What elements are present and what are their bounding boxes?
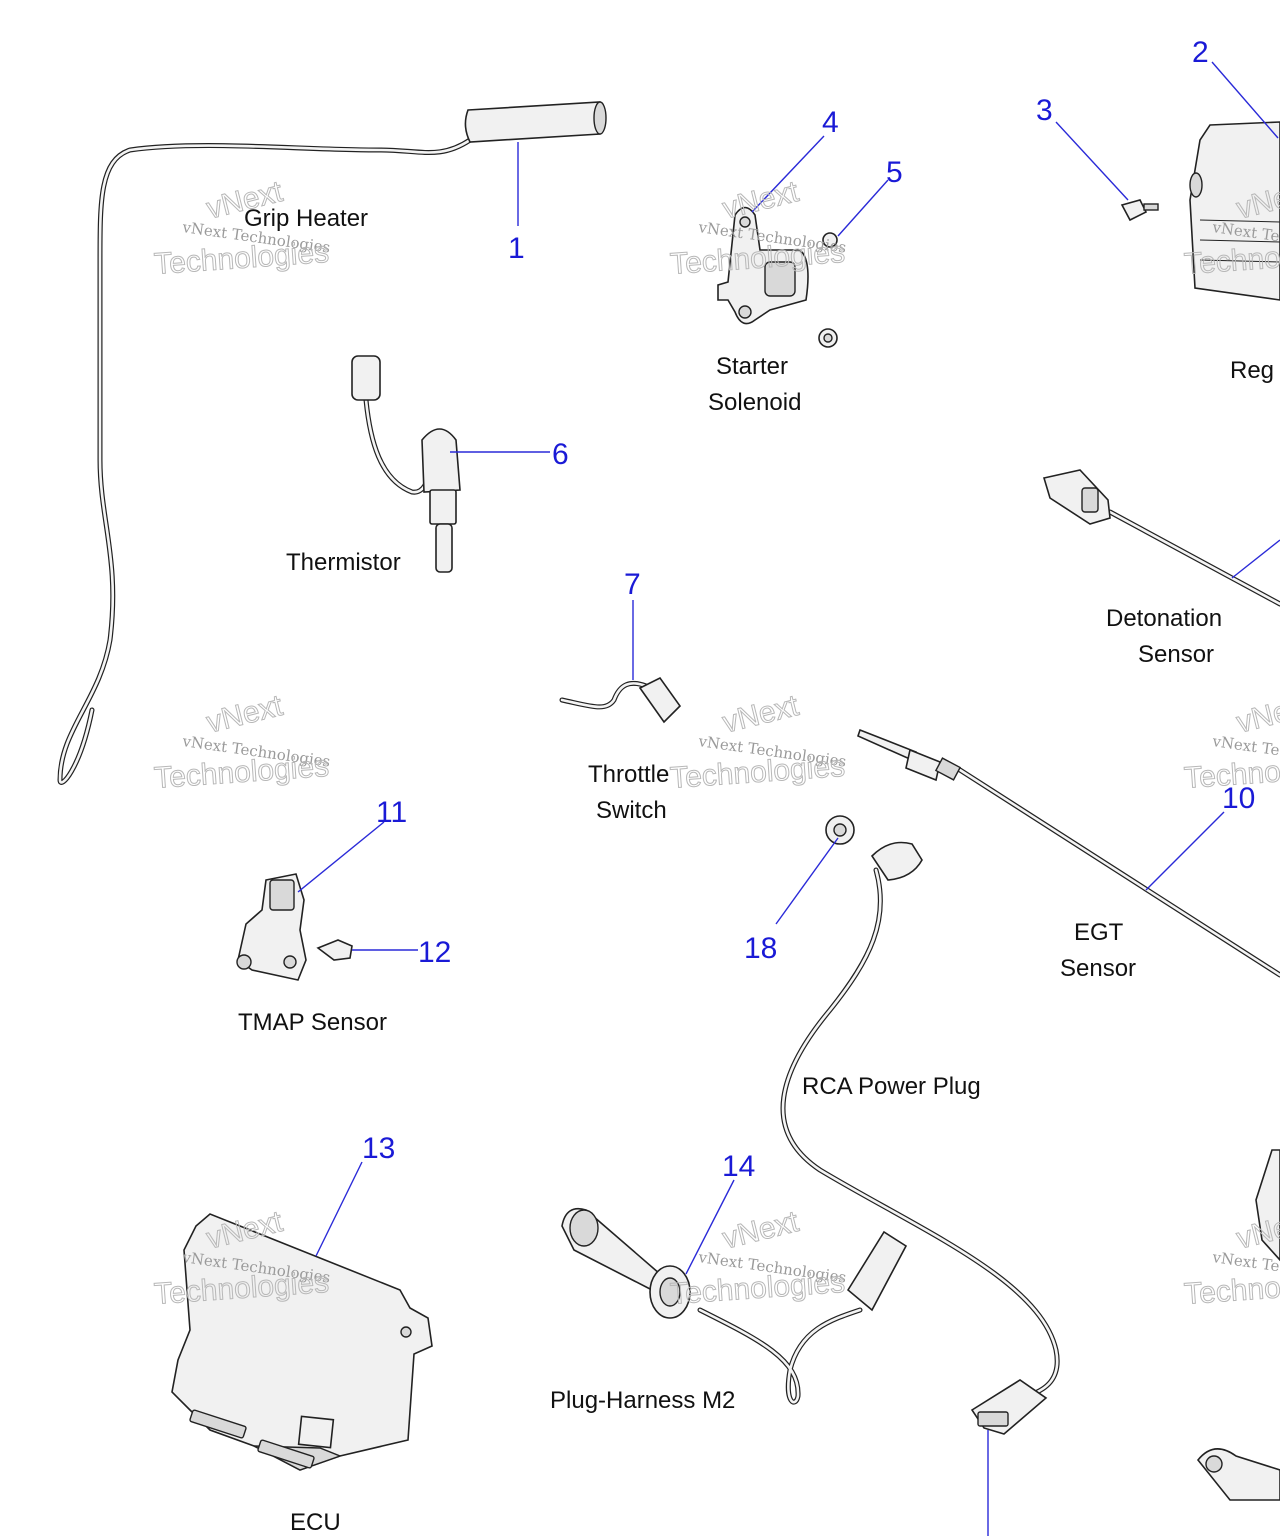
plug-harness-part [561,1207,908,1405]
leader-14 [685,1179,735,1275]
callout-5: 5 [886,156,903,189]
svg-text:Technologies: Technologies [669,236,846,281]
label-plug-harness: Plug-Harness M2 [550,1387,735,1414]
grip-heater-part [57,101,607,785]
svg-text:vNext: vNext [719,689,802,740]
callout-4: 4 [822,106,839,139]
label-detonation-1: Detonation [1106,605,1222,632]
tmap-sensor-part [236,873,353,981]
leader-11 [297,821,385,893]
label-tmap: TMAP Sensor [238,1009,387,1036]
leader-5 [837,179,889,237]
leader-4 [751,135,825,213]
label-throttle-1: Throttle [588,761,669,788]
regulator-part [1120,121,1280,301]
callout-7: 7 [624,568,641,601]
watermark-5: vNext Technologies vNext Technologies [669,688,848,795]
label-thermistor: Thermistor [286,549,401,576]
svg-text:Technologies: Technologies [1183,1266,1280,1311]
svg-text:vNext: vNext [1233,689,1280,740]
callout-2: 2 [1192,36,1209,69]
thermistor-part [351,355,461,573]
callout-3: 3 [1036,94,1053,127]
leader-2 [1211,61,1279,139]
callout-10: 10 [1222,782,1255,815]
label-grip-heater: Grip Heater [244,205,368,232]
leader-3 [1055,121,1129,201]
starter-solenoid-part [717,206,838,348]
throttle-switch-part [559,676,682,724]
svg-text:Technologies: Technologies [153,236,330,281]
egt-sensor-part [857,728,1280,978]
callout-11: 11 [376,796,407,829]
callout-1: 1 [508,232,525,265]
right-edge-partial-part [1196,1149,1280,1501]
ecu-part [171,1213,433,1471]
svg-text:Technologies: Technologies [153,750,330,795]
svg-text:Technologies: Technologies [669,750,846,795]
leader-13 [315,1161,363,1257]
rca-power-plug-part [780,815,1060,1435]
label-rca: RCA Power Plug [802,1073,981,1100]
detonation-sensor-part [1042,469,1280,607]
callout-13: 13 [362,1132,395,1165]
svg-text:Technologies: Technologies [669,1266,846,1311]
watermark-8: vNext Technologies vNext Technologies [669,1204,848,1311]
svg-text:vNext: vNext [203,689,286,740]
leader-detonation [1231,539,1280,579]
callout-6: 6 [552,438,569,471]
label-detonation-2: Sensor [1138,641,1214,668]
label-ecu: ECU [290,1509,341,1536]
watermark-4: vNext Technologies vNext Technologies [153,688,332,795]
label-egt-1: EGT [1074,919,1124,946]
svg-text:vNext: vNext [719,1205,802,1256]
label-egt-2: Sensor [1060,955,1136,982]
callout-18: 18 [744,932,777,965]
leader-18 [775,837,839,925]
label-starter-2: Solenoid [708,389,801,416]
callout-12: 12 [418,936,451,969]
svg-text:Technologies: Technologies [1183,750,1280,795]
callout-14: 14 [722,1150,755,1183]
leader-10 [1145,811,1225,891]
label-regulator-partial: Reg [1230,357,1274,384]
svg-text:vNext: vNext [719,175,802,226]
label-starter-1: Starter [716,353,788,380]
label-throttle-2: Switch [596,797,667,824]
